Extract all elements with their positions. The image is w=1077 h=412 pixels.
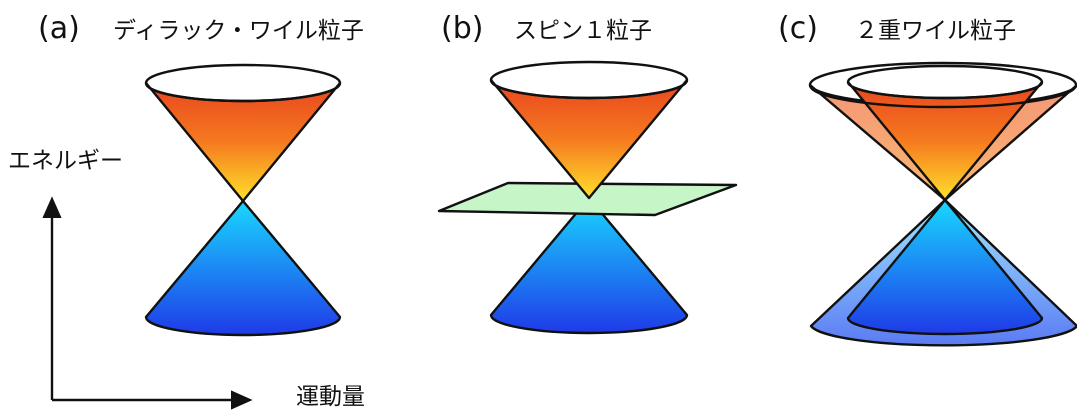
panel-c-lower-inner-cone: [846, 198, 1044, 336]
panel-c-inner-rim: [846, 64, 1044, 100]
panel-c-letter: (c): [778, 11, 818, 46]
panel-a-lower-cone: [144, 199, 342, 337]
panel-c-title: ２重ワイル粒子: [855, 18, 1016, 44]
panel-c-outer-rim: [808, 61, 1077, 109]
energy-axis-label: エネルギー: [8, 148, 123, 174]
panel-a-title: ディラック・ワイル粒子: [113, 18, 364, 44]
panel-a-letter: (a): [38, 11, 80, 46]
panel-a-cone: [144, 63, 342, 337]
panel-a-upper-rim: [144, 63, 342, 103]
panel-c-cone: [808, 61, 1077, 347]
momentum-axis-label: 運動量: [296, 384, 365, 410]
panel-b-lower-cone: [489, 196, 689, 335]
panel-b-letter: (b): [441, 11, 484, 46]
panel-b-upper-rim: [489, 60, 689, 100]
panel-b-cone: [437, 60, 738, 335]
axes: [42, 196, 253, 410]
panel-b-title: スピン１粒子: [514, 18, 652, 44]
panel-b-flat-band: [437, 181, 738, 217]
